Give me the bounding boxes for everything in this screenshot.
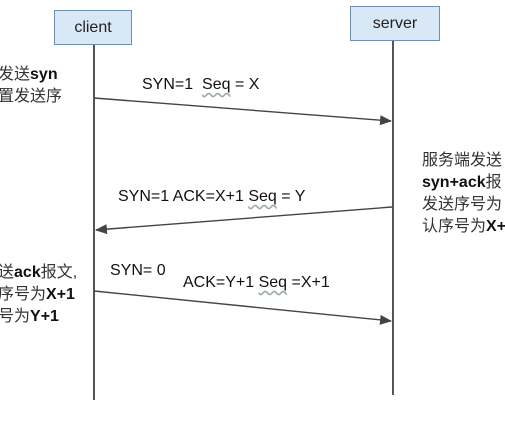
syn-message-label: SYN=1 Seq = X <box>142 76 259 94</box>
client-lifeline <box>93 45 95 400</box>
syn-ack-part: SYN=1 ACK=X+1 <box>118 188 249 205</box>
note-line: 号为Y+1 <box>0 308 59 325</box>
note-line: 发送序号为 <box>422 196 503 213</box>
seq-word: Seq <box>248 188 277 205</box>
note-line: syn+ack报 <box>422 174 502 191</box>
seq-value: =X+1 <box>287 274 330 291</box>
server-syn-ack-note: 服务端发送 syn+ack报 发送序号为 认序号为X+ <box>422 150 505 238</box>
note-line: 置发送序 <box>0 88 63 105</box>
syn-arrow <box>93 97 392 126</box>
syn-ack-message-label: SYN=1 ACK=X+1 Seq = Y <box>118 188 305 206</box>
note-line: 发送syn <box>0 66 58 83</box>
server-lifeline <box>392 40 394 395</box>
note-line: 送ack报文, <box>0 264 78 281</box>
client-actor-box: client <box>54 10 132 45</box>
seq-value: = X <box>230 76 260 93</box>
ack-syn-label: SYN= 0 <box>110 262 166 279</box>
note-line: 服务端发送 <box>422 152 503 169</box>
ack-arrow <box>93 290 392 325</box>
server-actor-box: server <box>350 6 440 41</box>
ack-message-label: ACK=Y+1 Seq =X+1 <box>183 274 330 292</box>
seq-word: Seq <box>258 274 288 291</box>
seq-value: = Y <box>276 188 306 205</box>
seq-word: Seq <box>202 76 231 93</box>
note-line: 认序号为X+ <box>422 218 505 235</box>
ack-part: ACK=Y+1 <box>183 274 259 291</box>
client-ack-note: 送ack报文, 序号为X+1 号为Y+1 <box>0 262 77 328</box>
client-syn-note: 发送syn 置发送序 <box>0 64 62 108</box>
note-line: 序号为X+1 <box>0 286 75 303</box>
syn-part: SYN=1 <box>142 76 194 93</box>
syn-ack-arrow <box>95 206 393 235</box>
